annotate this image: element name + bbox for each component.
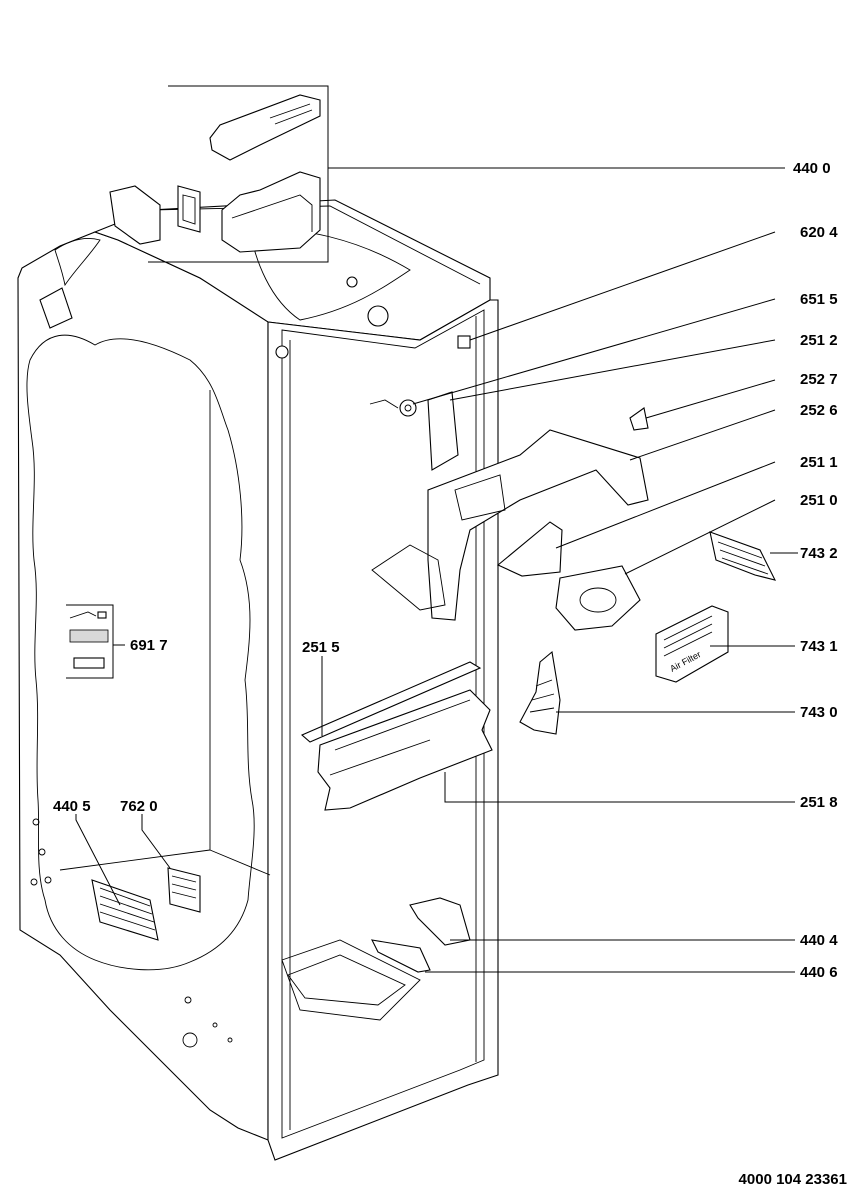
leader-762-0 <box>141 814 171 869</box>
leader-440-5 <box>75 814 121 906</box>
callout-251-5: 251 5 <box>302 639 340 656</box>
callout-651-5: 651 5 <box>800 291 838 308</box>
callout-762-0: 762 0 <box>120 798 158 815</box>
callout-251-1: 251 1 <box>800 454 838 471</box>
part-743-2 <box>709 531 777 581</box>
leader-251-8 <box>444 772 795 803</box>
part-251-8 <box>317 689 493 811</box>
part-651-5 <box>369 399 417 417</box>
leader-251-0 <box>624 499 776 575</box>
leader-251-2 <box>449 339 776 401</box>
callout-440-0: 440 0 <box>793 160 831 177</box>
callout-743-1: 743 1 <box>800 638 838 655</box>
callout-743-2: 743 2 <box>800 545 838 562</box>
callout-620-4: 620 4 <box>800 224 838 241</box>
callout-743-0: 743 0 <box>800 704 838 721</box>
part-762-0 <box>167 867 201 913</box>
document-number: 4000 104 23361 <box>738 1171 847 1188</box>
callout-440-6: 440 6 <box>800 964 838 981</box>
part-440-6 <box>371 939 431 973</box>
callout-252-6: 252 6 <box>800 402 838 419</box>
part-691-7-inset <box>66 604 114 679</box>
part-251-1 <box>496 521 563 577</box>
part-251-5 <box>300 661 482 743</box>
refrigerator-cabinet <box>17 199 499 1161</box>
leader-252-7 <box>645 379 776 419</box>
part-620-4 <box>457 335 471 349</box>
part-743-0 <box>519 650 561 735</box>
leader-lines <box>75 167 798 973</box>
leader-251-1 <box>555 461 776 549</box>
callout-251-8: 251 8 <box>800 794 838 811</box>
leader-651-5 <box>412 298 776 405</box>
callout-440-5: 440 5 <box>53 798 91 815</box>
part-440-0-inset <box>109 85 329 263</box>
part-743-1: Air Filter <box>655 605 729 683</box>
callout-252-7: 252 7 <box>800 371 838 388</box>
part-252-7 <box>629 407 649 431</box>
part-251-0 <box>555 565 641 631</box>
part-440-5 <box>91 879 159 941</box>
callout-251-2: 251 2 <box>800 332 838 349</box>
callout-691-7: 691 7 <box>130 637 168 654</box>
leader-252-6 <box>629 409 776 461</box>
callout-251-0: 251 0 <box>800 492 838 509</box>
callout-440-4: 440 4 <box>800 932 838 949</box>
leader-620-4 <box>469 231 776 341</box>
part-252-6 <box>371 429 649 621</box>
